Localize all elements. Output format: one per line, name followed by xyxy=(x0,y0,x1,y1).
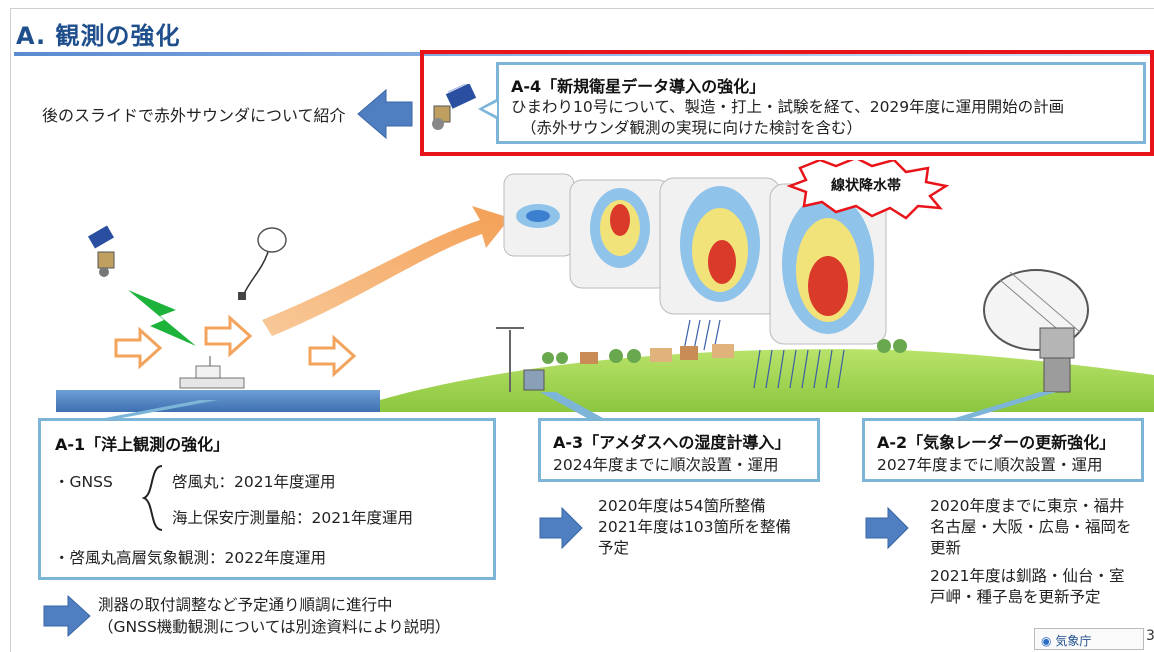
title-rule xyxy=(14,52,1154,56)
a3-detail-1: 2020年度は54箇所整備 xyxy=(598,497,766,515)
heavy-rain-burst xyxy=(786,160,950,220)
right-arrow-icon-a2 xyxy=(865,506,909,550)
cloud-stage-3 xyxy=(659,177,781,315)
a2-detail-4: 2021年度は釧路・仙台・室 xyxy=(930,567,1125,585)
a2-detail-2: 名古屋・大阪・広島・福岡を xyxy=(930,518,1132,536)
radar-dish-icon xyxy=(983,269,1089,393)
callout-pointer-inner xyxy=(483,102,497,116)
a2-detail-3: 更新 xyxy=(930,539,962,557)
a3-pointer xyxy=(540,392,607,420)
a1-item-3: ・啓風丸高層気象観測：2022年度運用 xyxy=(54,549,326,567)
a3-title: A-3「アメダスへの湿度計導入」 xyxy=(553,433,791,452)
a3-box: A-3「アメダスへの湿度計導入」 2024年度までに順次設置・運用 xyxy=(538,418,820,482)
jma-logo: ◉ 気象庁 xyxy=(1034,628,1144,650)
wind-arrows xyxy=(114,314,357,378)
slide-title: A. 観測の強化 xyxy=(16,22,181,50)
a2-sub: 2027年度までに順次設置・運用 xyxy=(877,456,1103,474)
sea-strip xyxy=(56,390,380,412)
a2-title: A-2「気象レーダーの更新強化」 xyxy=(877,433,1116,452)
jma-logo-icon: ◉ xyxy=(1041,634,1052,648)
page-number: 3 xyxy=(1146,628,1154,644)
a2-box: A-2「気象レーダーの更新強化」 2027年度までに順次設置・運用 xyxy=(862,418,1144,482)
cloud-stage-1 xyxy=(503,173,575,257)
a3-detail-2: 2021年度は103箇所を整備 xyxy=(598,518,792,536)
a3-detail-3: 予定 xyxy=(598,539,630,557)
balloon-icon xyxy=(238,227,287,300)
a3-sub: 2024年度までに順次設置・運用 xyxy=(553,456,779,474)
footer-line-1: 測器の取付調整など予定通り順調に進行中 xyxy=(98,596,393,614)
a1-box: A-1「洋上観測の強化」 xyxy=(38,418,496,580)
left-arrow-icon xyxy=(357,88,413,140)
observation-scene: 線状降水帯 xyxy=(56,160,1154,420)
right-arrow-icon-footer xyxy=(43,594,91,638)
a2-detail-5: 戸岬・種子島を更新予定 xyxy=(930,588,1101,606)
satellite-left-icon xyxy=(87,225,115,277)
a1-pointer xyxy=(94,400,218,420)
a1-item-2: 海上保安庁測量船：2021年度運用 xyxy=(172,509,413,527)
gnss-label: ・GNSS xyxy=(54,473,113,491)
cloud-stage-2 xyxy=(569,179,671,289)
a1-title: A-1「洋上観測の強化」 xyxy=(55,435,230,454)
a4-callout: A-4「新規衛星データ導入の強化」 ひまわり10号について、製造・打上・試験を経… xyxy=(496,62,1146,144)
rain-lines xyxy=(683,319,845,389)
right-arrow-icon-a3 xyxy=(539,506,583,550)
town-row xyxy=(542,339,907,364)
signal-bolt-icon xyxy=(128,290,196,346)
amedas-station-icon xyxy=(496,327,545,392)
footer-line-2: （GNSS機動観測については別途資料により説明） xyxy=(98,618,451,636)
a4-title: A-4「新規衛星データ導入の強化」 xyxy=(511,77,766,96)
moisture-flow-arrow xyxy=(262,206,510,336)
footer-text: 測器の取付調整など予定通り順調に進行中 （GNSS機動観測については別途資料によ… xyxy=(98,594,450,638)
highlight-box xyxy=(420,50,1154,156)
a4-line-1: ひまわり10号について、製造・打上・試験を経て、2029年度に運用開始の計画 xyxy=(511,98,1065,116)
a1-item-1: 啓風丸：2021年度運用 xyxy=(172,473,336,491)
ship-icon xyxy=(179,356,245,389)
a4-line-2: （赤外サウンダ観測の実現に向けた検討を含む） xyxy=(521,119,863,137)
a2-pointer xyxy=(948,392,1056,420)
intro-text: 後のスライドで赤外サウンダについて紹介 xyxy=(42,106,346,125)
burst-label: 線状降水帯 xyxy=(831,177,901,194)
brace-icon xyxy=(142,465,163,531)
a2-detail-1: 2020年度までに東京・福井 xyxy=(930,497,1125,515)
satellite-icon xyxy=(432,84,477,130)
jma-logo-text: 気象庁 xyxy=(1055,634,1092,648)
